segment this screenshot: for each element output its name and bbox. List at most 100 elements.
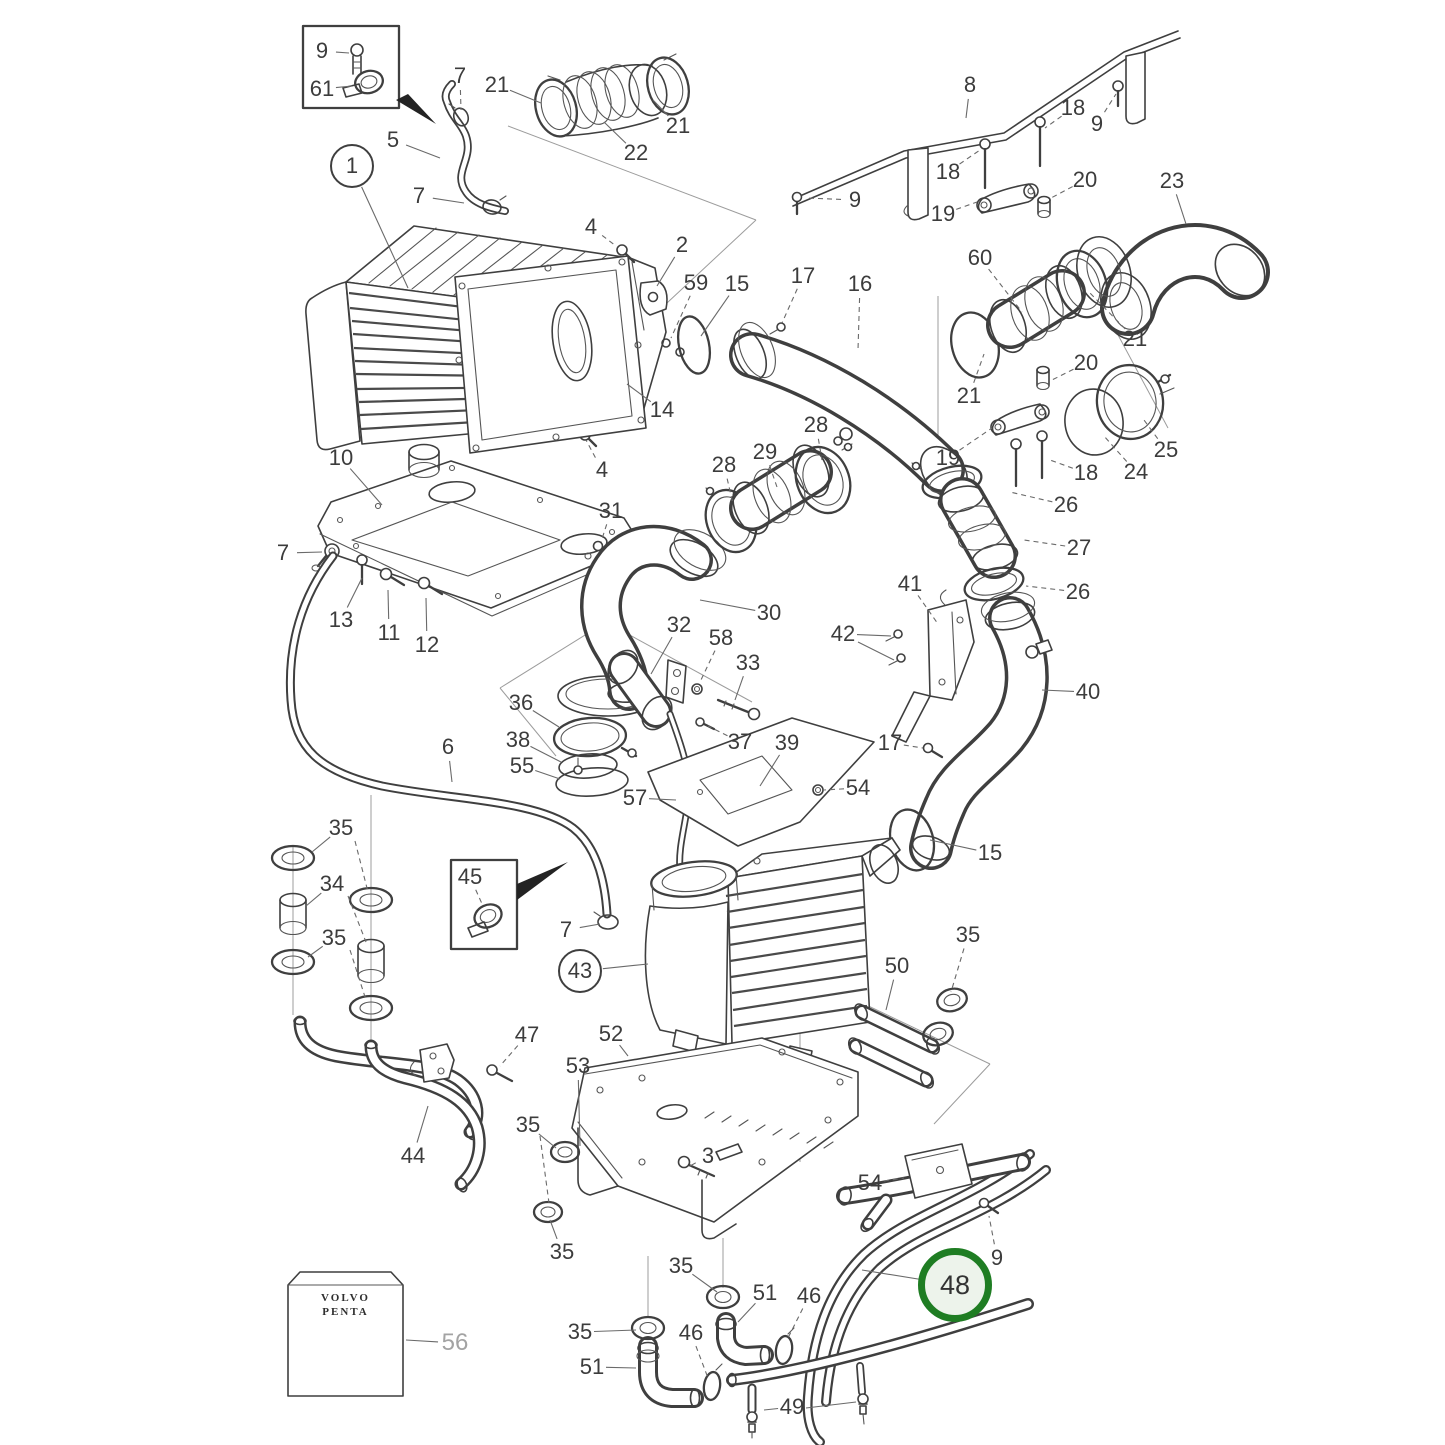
part-callout[interactable]: 60 — [967, 245, 993, 270]
part-callout[interactable]: 9 — [990, 1245, 1004, 1270]
leader-line — [535, 770, 561, 780]
part-callout[interactable]: 2 — [675, 232, 689, 257]
part-callout[interactable]: 41 — [897, 571, 923, 596]
part-callout[interactable]: 46 — [678, 1320, 704, 1345]
part-callout[interactable]: 4 — [595, 457, 609, 482]
part-callout[interactable]: 35 — [567, 1319, 593, 1344]
part-callout[interactable]: 7 — [453, 63, 467, 88]
brand-line-2: PENTA — [322, 1305, 369, 1318]
part-callout[interactable]: 59 — [683, 270, 709, 295]
part-callout[interactable]: 7 — [559, 917, 573, 942]
part-callout[interactable]: 30 — [756, 600, 782, 625]
part-callout[interactable]: 56 — [441, 1329, 469, 1356]
part-callout[interactable]: 3 — [701, 1143, 715, 1168]
part-callout[interactable]: 5 — [386, 127, 400, 152]
part-callout[interactable]: 9 — [315, 38, 329, 63]
part-callout[interactable]: 15 — [977, 840, 1003, 865]
part-callout[interactable]: 7 — [412, 183, 426, 208]
part-callout[interactable]: 39 — [774, 730, 800, 755]
part-callout[interactable]: 54 — [845, 775, 871, 800]
part-callout[interactable]: 33 — [735, 650, 761, 675]
part-callout[interactable]: 19 — [935, 445, 961, 470]
part-callout[interactable]: 35 — [955, 922, 981, 947]
part-callout[interactable]: 29 — [752, 439, 778, 464]
part-callout-circled[interactable]: 1 — [330, 144, 374, 188]
part-callout[interactable]: 9 — [1090, 111, 1104, 136]
part-callout[interactable]: 34 — [319, 871, 345, 896]
part-callout[interactable]: 47 — [514, 1022, 540, 1047]
part-callout[interactable]: 51 — [579, 1354, 605, 1379]
part-callout[interactable]: 17 — [877, 730, 903, 755]
part-callout[interactable]: 53 — [565, 1053, 591, 1078]
part-callout[interactable]: 18 — [1060, 95, 1086, 120]
leader-line — [1104, 93, 1117, 113]
part-callout-circled[interactable]: 43 — [558, 949, 602, 993]
part-callout[interactable]: 21 — [484, 72, 510, 97]
part-callout[interactable]: 21 — [956, 383, 982, 408]
part-callout[interactable]: 35 — [321, 925, 347, 950]
part-callout[interactable]: 23 — [1159, 168, 1185, 193]
part-callout[interactable]: 57 — [622, 785, 648, 810]
part-callout[interactable]: 11 — [377, 620, 401, 645]
part-callout[interactable]: 32 — [666, 612, 692, 637]
part-callout[interactable]: 9 — [848, 187, 862, 212]
part-callout[interactable]: 40 — [1075, 679, 1101, 704]
part-callout[interactable]: 6 — [441, 734, 455, 759]
part-callout[interactable]: 46 — [796, 1283, 822, 1308]
part-callout[interactable]: 52 — [598, 1021, 624, 1046]
part-callout[interactable]: 18 — [1073, 460, 1099, 485]
part-callout[interactable]: 19 — [930, 201, 956, 226]
leader-line — [549, 1219, 558, 1240]
part-callout[interactable]: 50 — [884, 953, 910, 978]
part-callout[interactable]: 12 — [414, 632, 440, 657]
part-callout[interactable]: 44 — [400, 1143, 426, 1168]
part-callout[interactable]: 35 — [515, 1112, 541, 1137]
part-callout[interactable]: 14 — [649, 397, 675, 422]
part-callout[interactable]: 18 — [935, 159, 961, 184]
part-callout[interactable]: 25 — [1153, 437, 1179, 462]
part-callout[interactable]: 22 — [623, 140, 649, 165]
part-callout[interactable]: 55 — [509, 753, 535, 778]
part-callout[interactable]: 36 — [508, 690, 534, 715]
part-callout[interactable]: 35 — [328, 815, 354, 840]
part-callout[interactable]: 27 — [1066, 535, 1092, 560]
part-callout[interactable]: 45 — [457, 864, 483, 889]
leader-line — [1175, 194, 1187, 225]
part-callout[interactable]: 49 — [779, 1394, 805, 1419]
part-callout[interactable]: 10 — [328, 445, 354, 470]
part-callout[interactable]: 28 — [711, 452, 737, 477]
part-callout[interactable]: 4 — [584, 214, 598, 239]
part-callout[interactable]: 13 — [328, 607, 354, 632]
leader-line — [1041, 689, 1075, 692]
part-callout[interactable]: 20 — [1073, 350, 1099, 375]
part-callout[interactable]: 21 — [665, 113, 691, 138]
leader-line — [959, 427, 993, 451]
part-callout[interactable]: 35 — [668, 1253, 694, 1278]
part-callout[interactable]: 42 — [830, 621, 856, 646]
part-callout[interactable]: 54 — [857, 1170, 883, 1195]
part-callout[interactable]: 8 — [963, 72, 977, 97]
brand-label: VOLVO PENTA — [288, 1292, 403, 1320]
leader-line — [885, 979, 895, 1011]
part-callout[interactable]: 51 — [752, 1280, 778, 1305]
part-callout[interactable]: 21 — [1122, 326, 1148, 351]
part-air-hose-23 — [1100, 223, 1270, 340]
part-callout[interactable]: 31 — [598, 498, 624, 523]
part-callout[interactable]: 37 — [727, 729, 753, 754]
part-callout[interactable]: 17 — [790, 263, 816, 288]
part-callout[interactable]: 38 — [505, 727, 531, 752]
part-callout-highlighted[interactable]: 48 — [918, 1248, 992, 1322]
part-callout[interactable]: 16 — [847, 271, 873, 296]
part-callout[interactable]: 26 — [1053, 492, 1079, 517]
leader-line — [603, 121, 627, 144]
part-callout[interactable]: 28 — [803, 412, 829, 437]
part-callout[interactable]: 20 — [1072, 167, 1098, 192]
part-callout[interactable]: 61 — [309, 76, 335, 101]
part-callout[interactable]: 7 — [276, 540, 290, 565]
part-callout[interactable]: 24 — [1123, 459, 1149, 484]
part-callout[interactable]: 35 — [549, 1239, 575, 1264]
part-callout[interactable]: 15 — [724, 271, 750, 296]
part-callout[interactable]: 26 — [1065, 579, 1091, 604]
part-callout[interactable]: 58 — [708, 625, 734, 650]
